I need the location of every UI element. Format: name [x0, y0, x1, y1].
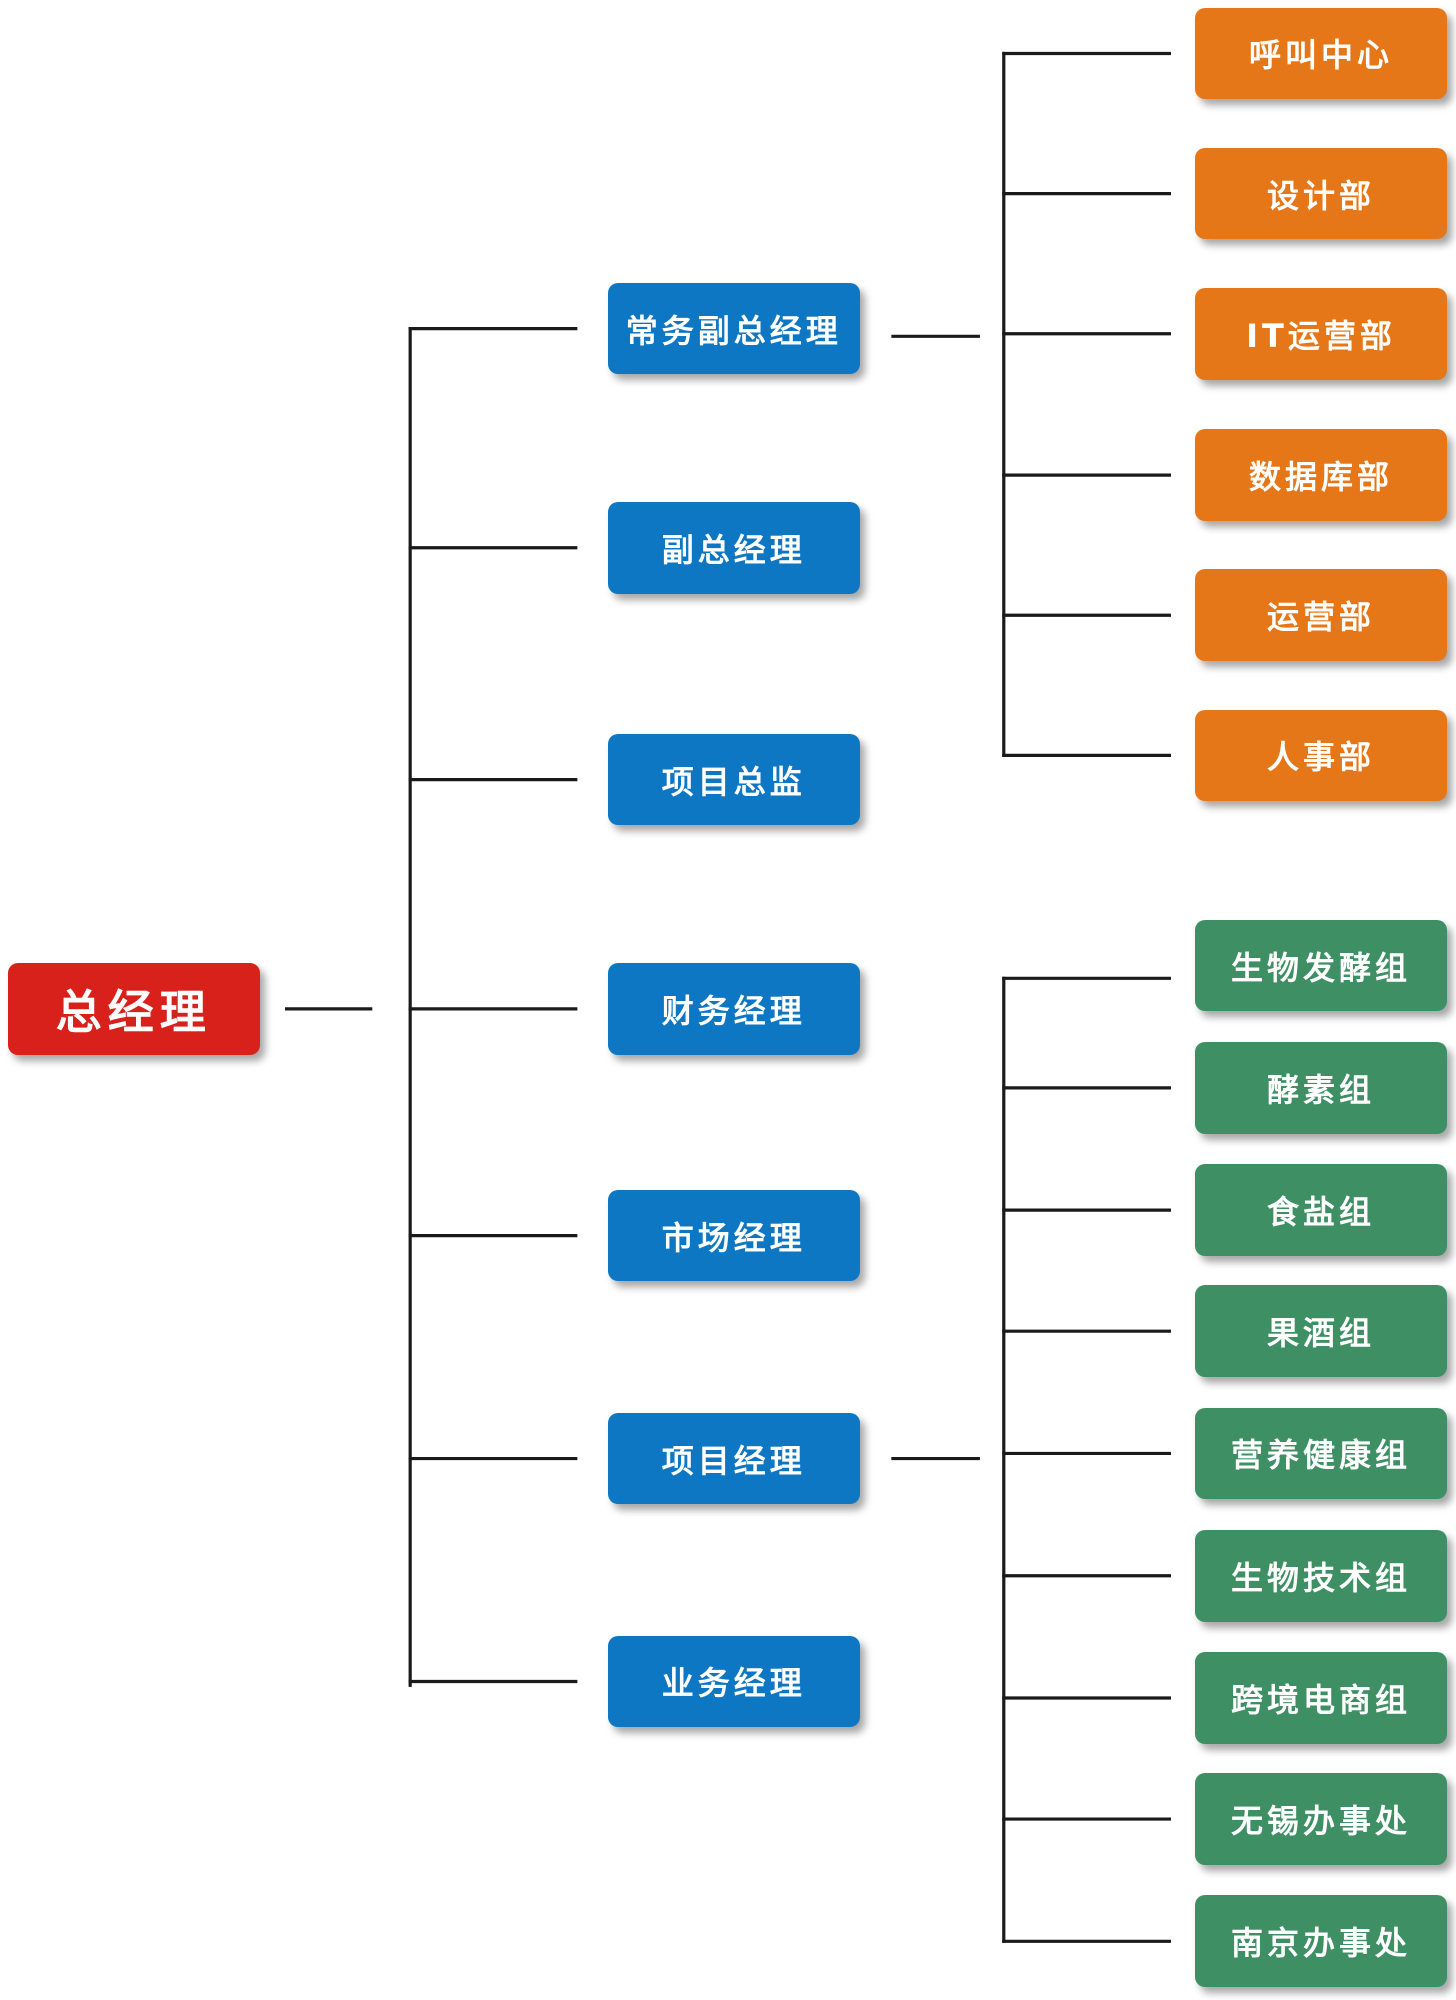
manager-node-project-manager[interactable]: 项目经理	[607, 1412, 860, 1505]
group-node-nanjing-office[interactable]: 南京办事处	[1194, 1895, 1448, 1988]
manager-node-project-director[interactable]: 项目总监	[607, 733, 860, 826]
manager-node-vp[interactable]: 副总经理	[607, 501, 860, 594]
group-node-salt[interactable]: 食盐组	[1194, 1164, 1448, 1256]
department-node-hr[interactable]: 人事部	[1194, 709, 1448, 802]
manager-node-marketing-manager[interactable]: 市场经理	[607, 1189, 860, 1282]
department-node-it-operations[interactable]: IT运营部	[1194, 287, 1448, 380]
group-node-enzyme[interactable]: 酵素组	[1194, 1042, 1448, 1134]
group-node-biotech[interactable]: 生物技术组	[1194, 1529, 1448, 1622]
department-node-operations[interactable]: 运营部	[1194, 569, 1448, 662]
department-node-call-center[interactable]: 呼叫中心	[1194, 7, 1448, 100]
manager-node-finance-manager[interactable]: 财务经理	[607, 963, 860, 1055]
department-node-database[interactable]: 数据库部	[1194, 429, 1448, 521]
manager-node-executive-vp[interactable]: 常务副总经理	[607, 282, 860, 375]
department-node-design[interactable]: 设计部	[1194, 147, 1448, 240]
root-node-general-manager[interactable]: 总经理	[7, 963, 260, 1055]
group-node-nutrition-health[interactable]: 营养健康组	[1194, 1407, 1448, 1500]
group-node-bio-fermentation[interactable]: 生物发酵组	[1194, 919, 1448, 1012]
group-node-wuxi-office[interactable]: 无锡办事处	[1194, 1773, 1448, 1865]
manager-node-business-manager[interactable]: 业务经理	[607, 1635, 860, 1728]
group-node-cross-border-ecommerce[interactable]: 跨境电商组	[1194, 1652, 1448, 1744]
group-node-fruit-wine[interactable]: 果酒组	[1194, 1285, 1448, 1377]
